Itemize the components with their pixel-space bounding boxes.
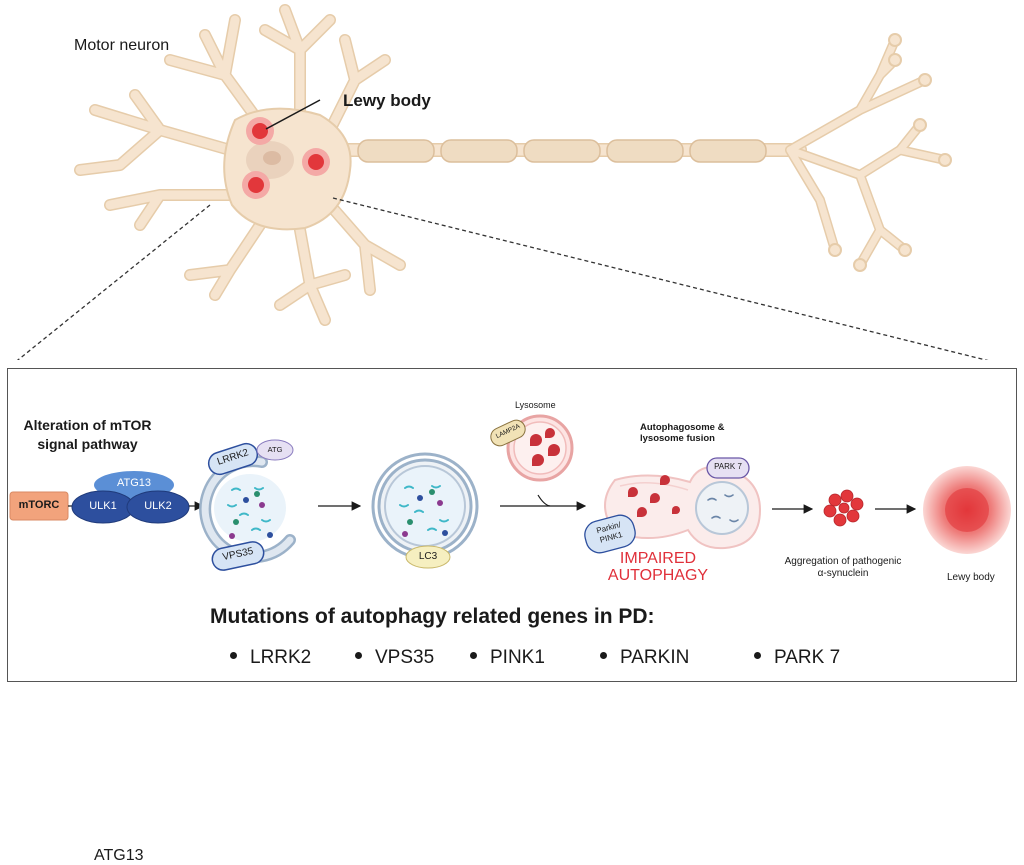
impaired-autophagy-label: IMPAIRED AUTOPHAGY xyxy=(607,550,709,584)
mtor-alteration-label: Alteration of mTOR signal pathway xyxy=(23,417,152,452)
motor-neuron-label: Motor neuron xyxy=(74,37,170,54)
ulk1-label: ULK1 xyxy=(89,500,117,512)
gene-item: PARKIN xyxy=(600,647,689,669)
atg13-label: ATG13 xyxy=(94,847,144,864)
gene-label: PINK1 xyxy=(490,647,545,668)
gene-item: PINK1 xyxy=(470,647,545,669)
gene-item: VPS35 xyxy=(355,647,434,669)
atg13-complex-label: ATG13 xyxy=(116,477,152,489)
gene-item: PARK 7 xyxy=(754,647,840,669)
pathway-diagram xyxy=(9,414,1011,571)
lysosome-label: Lysosome xyxy=(515,400,556,410)
lewy-body-label: Lewy body xyxy=(343,91,431,110)
bullet-icon xyxy=(470,652,477,660)
bullet-icon xyxy=(355,652,362,660)
gene-label: LRRK2 xyxy=(250,647,312,668)
gene-item: LRRK2 xyxy=(230,647,311,669)
gene-label: VPS35 xyxy=(375,647,435,668)
mtorc-box-label: mTORC xyxy=(18,499,60,511)
park7-pill-label: PARK 7 xyxy=(714,462,742,471)
lewy-bodies-soma xyxy=(242,117,330,199)
lc3-label: LC3 xyxy=(418,551,438,562)
neuron-illustration xyxy=(16,4,989,360)
ulk2-label: ULK2 xyxy=(144,500,172,512)
gene-label: PARK 7 xyxy=(774,647,841,668)
fusion-label: Autophagosome & lysosome fusion xyxy=(640,422,725,444)
bullet-icon xyxy=(600,652,607,660)
gene-label: PARKIN xyxy=(620,647,690,668)
zoom-panel xyxy=(7,368,1017,682)
bullet-icon xyxy=(754,652,761,660)
aggregation-label: Aggregation of pathogenic α-synuclein xyxy=(784,556,902,579)
lewy-body-end-label: Lewy body xyxy=(947,572,995,583)
atg-pill-label: ATG xyxy=(267,445,283,454)
bullet-icon xyxy=(230,652,237,660)
mutations-title: Mutations of autophagy related genes in … xyxy=(210,605,655,628)
